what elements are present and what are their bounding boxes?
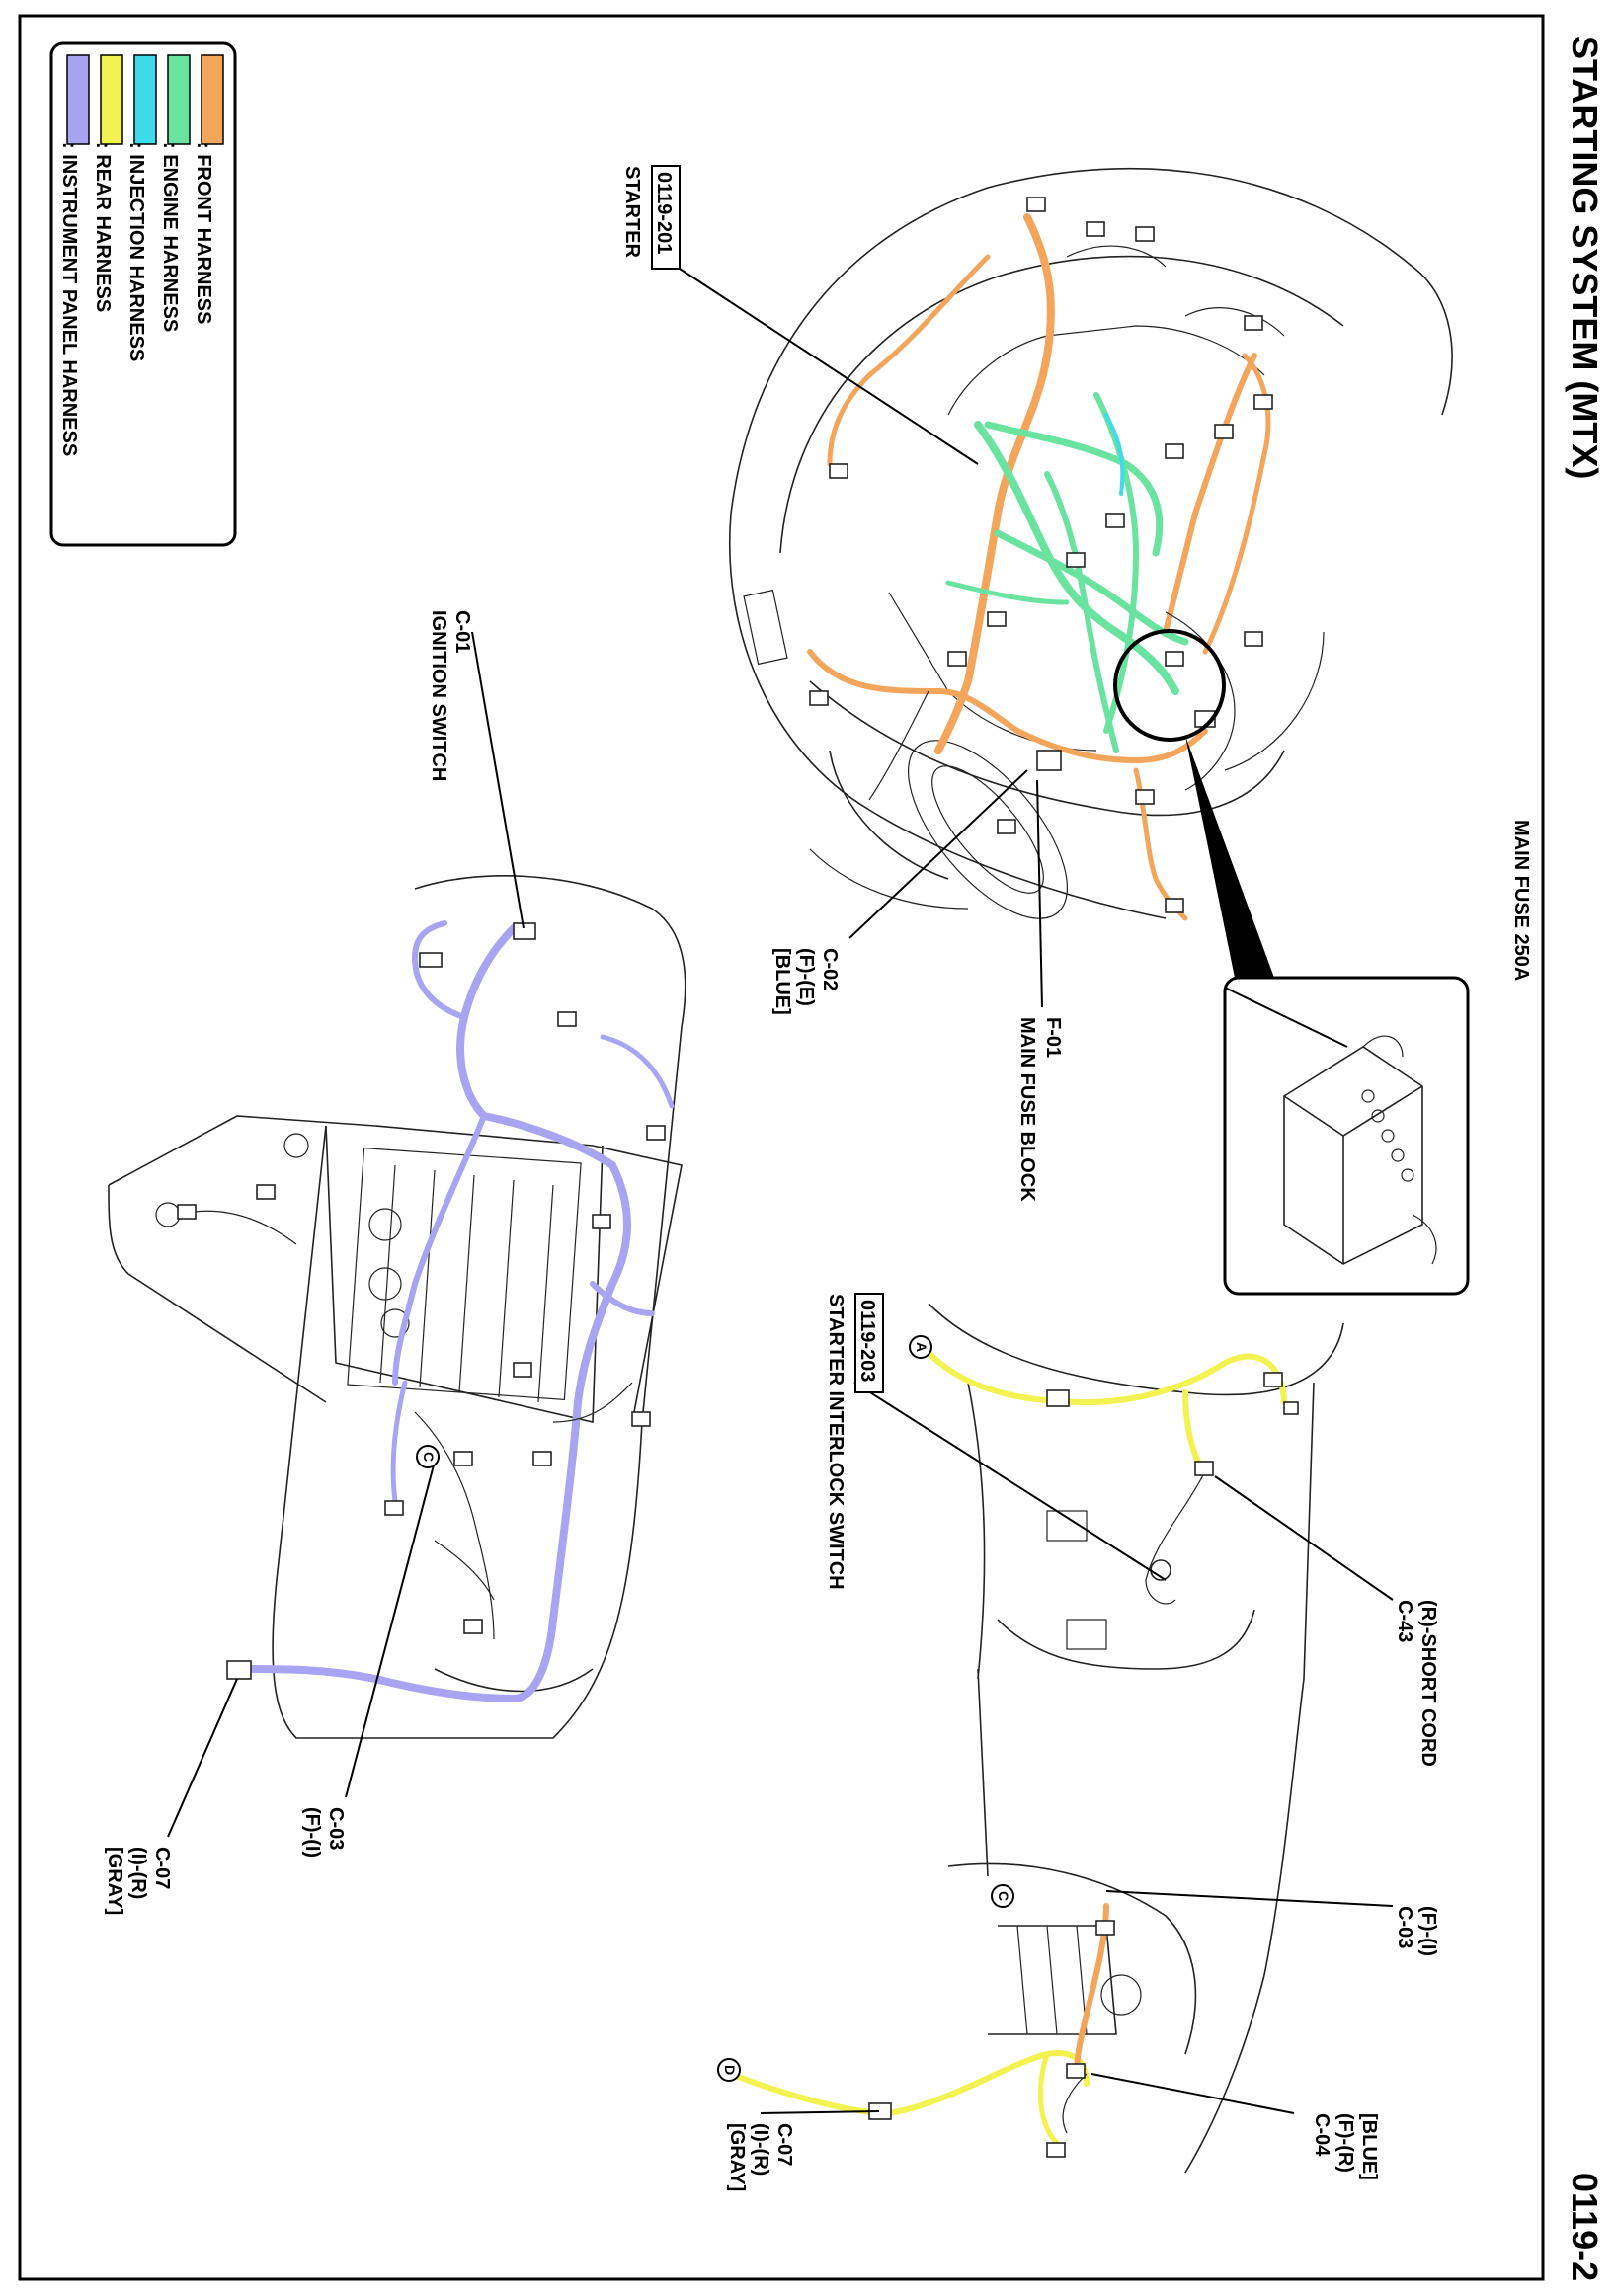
callout-c02: C-02 (F)-(E) [BLUE] (771, 948, 841, 1015)
legend-item-rear-harness: : REAR HARNESS (92, 54, 123, 312)
interlock-ref: 0119-203 (856, 1300, 878, 1382)
c03-left-code: C-03 (325, 1807, 347, 1850)
c04-code: C-04 (1311, 2113, 1332, 2157)
c04-pair: (F)-(R) (1334, 2113, 1356, 2173)
floor-connectors (868, 1372, 1299, 2158)
c03-right-pair: (F)-(I) (1417, 1906, 1439, 1956)
legend-swatch (133, 54, 157, 145)
c07-right-code: C-07 (773, 2123, 795, 2166)
interlock-label: STARTER INTERLOCK SWITCH (825, 1294, 847, 1590)
legend-swatch (201, 54, 224, 145)
circle-marker-c-lower: C (416, 1445, 440, 1468)
c01-label: IGNITION SWITCH (428, 610, 449, 781)
callout-c03-right: (F)-(I) C-03 (1394, 1906, 1439, 1956)
legend-label: : REAR HARNESS (92, 142, 114, 312)
circle-marker-a: A (909, 1335, 932, 1359)
c04-color: [BLUE] (1358, 2113, 1380, 2180)
legend-label: : INJECTION HARNESS (125, 142, 147, 361)
starter-ref: 0119-201 (653, 172, 675, 254)
c07-right-pair: (I)-(R) (750, 2123, 771, 2176)
c02-code: C-02 (819, 948, 841, 990)
callout-c43: (R)-SHORT CORD C-43 (1394, 1600, 1439, 1767)
legend-label: : FRONT HARNESS (193, 142, 214, 324)
c43-label: (R)-SHORT CORD (1417, 1600, 1439, 1767)
c43-code: C-43 (1394, 1600, 1415, 1642)
engine-compartment-drawing (728, 167, 1453, 978)
engine-bay-connectors (809, 197, 1273, 913)
legend-item-front-harness: : FRONT HARNESS (193, 54, 224, 324)
c01-code: C-01 (451, 610, 473, 653)
legend-item-injection-harness: : INJECTION HARNESS (125, 54, 157, 361)
callout-f01: F-01 MAIN FUSE BLOCK (1016, 1017, 1064, 1202)
legend-label: : INSTRUMENT PANEL HARNESS (58, 142, 80, 456)
marker-c-lower-text: C (421, 1452, 437, 1462)
c07-right-color: [GRAY] (726, 2123, 748, 2191)
c03-right-code: C-03 (1394, 1906, 1415, 1948)
marker-a-text: A (914, 1342, 929, 1352)
starter-label: STARTER (621, 166, 643, 259)
legend-item-engine-harness: : ENGINE HARNESS (159, 54, 191, 332)
callout-c07-left: C-07 (I)-(R) [GRAY] (104, 1847, 173, 1915)
leader-lines (167, 268, 1394, 2114)
callout-starter: 0119-201 STARTER (621, 165, 681, 270)
floor-harness-drawing (728, 1303, 1344, 2174)
page-title: STARTING SYSTEM (MTX) (1565, 36, 1605, 479)
instrument-panel-drawing (108, 875, 686, 1739)
c02-color: [BLUE] (771, 948, 793, 1015)
legend-swatch (167, 54, 191, 145)
circle-marker-d: D (717, 2058, 741, 2082)
c07-left-code: C-07 (151, 1847, 173, 1889)
callout-c03-left: C-03 (F)-(I) (301, 1807, 347, 1858)
f01-code: F-01 (1042, 1017, 1064, 1058)
page-number: 0119-2 (1565, 2173, 1605, 2281)
c07-left-pair: (I)-(R) (127, 1847, 149, 1899)
interlock-ref-box (854, 1293, 884, 1393)
main-fuse-inset (1223, 976, 1470, 1296)
harness-legend: : FRONT HARNESS : ENGINE HARNESS : INJEC… (49, 41, 237, 547)
marker-c-upper-text: C (996, 1891, 1011, 1901)
legend-swatch (66, 54, 90, 145)
starter-ref-box (651, 165, 681, 270)
callout-c01: C-01 IGNITION SWITCH (428, 610, 473, 781)
page-border (18, 14, 1545, 2281)
callout-interlock: 0119-203 STARTER INTERLOCK SWITCH (825, 1293, 884, 1590)
callout-c07-right: C-07 (I)-(R) [GRAY] (726, 2123, 795, 2191)
instrument-panel-connectors (177, 922, 666, 1680)
marker-d-text: D (722, 2065, 738, 2075)
f01-label: MAIN FUSE BLOCK (1016, 1017, 1038, 1202)
legend-item-instrument-panel-harness: : INSTRUMENT PANEL HARNESS (58, 54, 90, 456)
c07-left-color: [GRAY] (104, 1847, 125, 1915)
c02-pair: (F)-(E) (795, 948, 817, 1006)
callout-c04: [BLUE] (F)-(R) C-04 (1311, 2113, 1380, 2180)
legend-swatch (100, 54, 123, 145)
circle-marker-c-upper: C (991, 1884, 1014, 1908)
main-fuse-highlight-circle (1113, 629, 1226, 742)
main-fuse-label: MAIN FUSE 250A (1510, 820, 1532, 981)
c03-left-pair: (F)-(I) (301, 1807, 323, 1858)
legend-label: : ENGINE HARNESS (159, 142, 181, 332)
main-fuse-pointer (1185, 736, 1274, 978)
